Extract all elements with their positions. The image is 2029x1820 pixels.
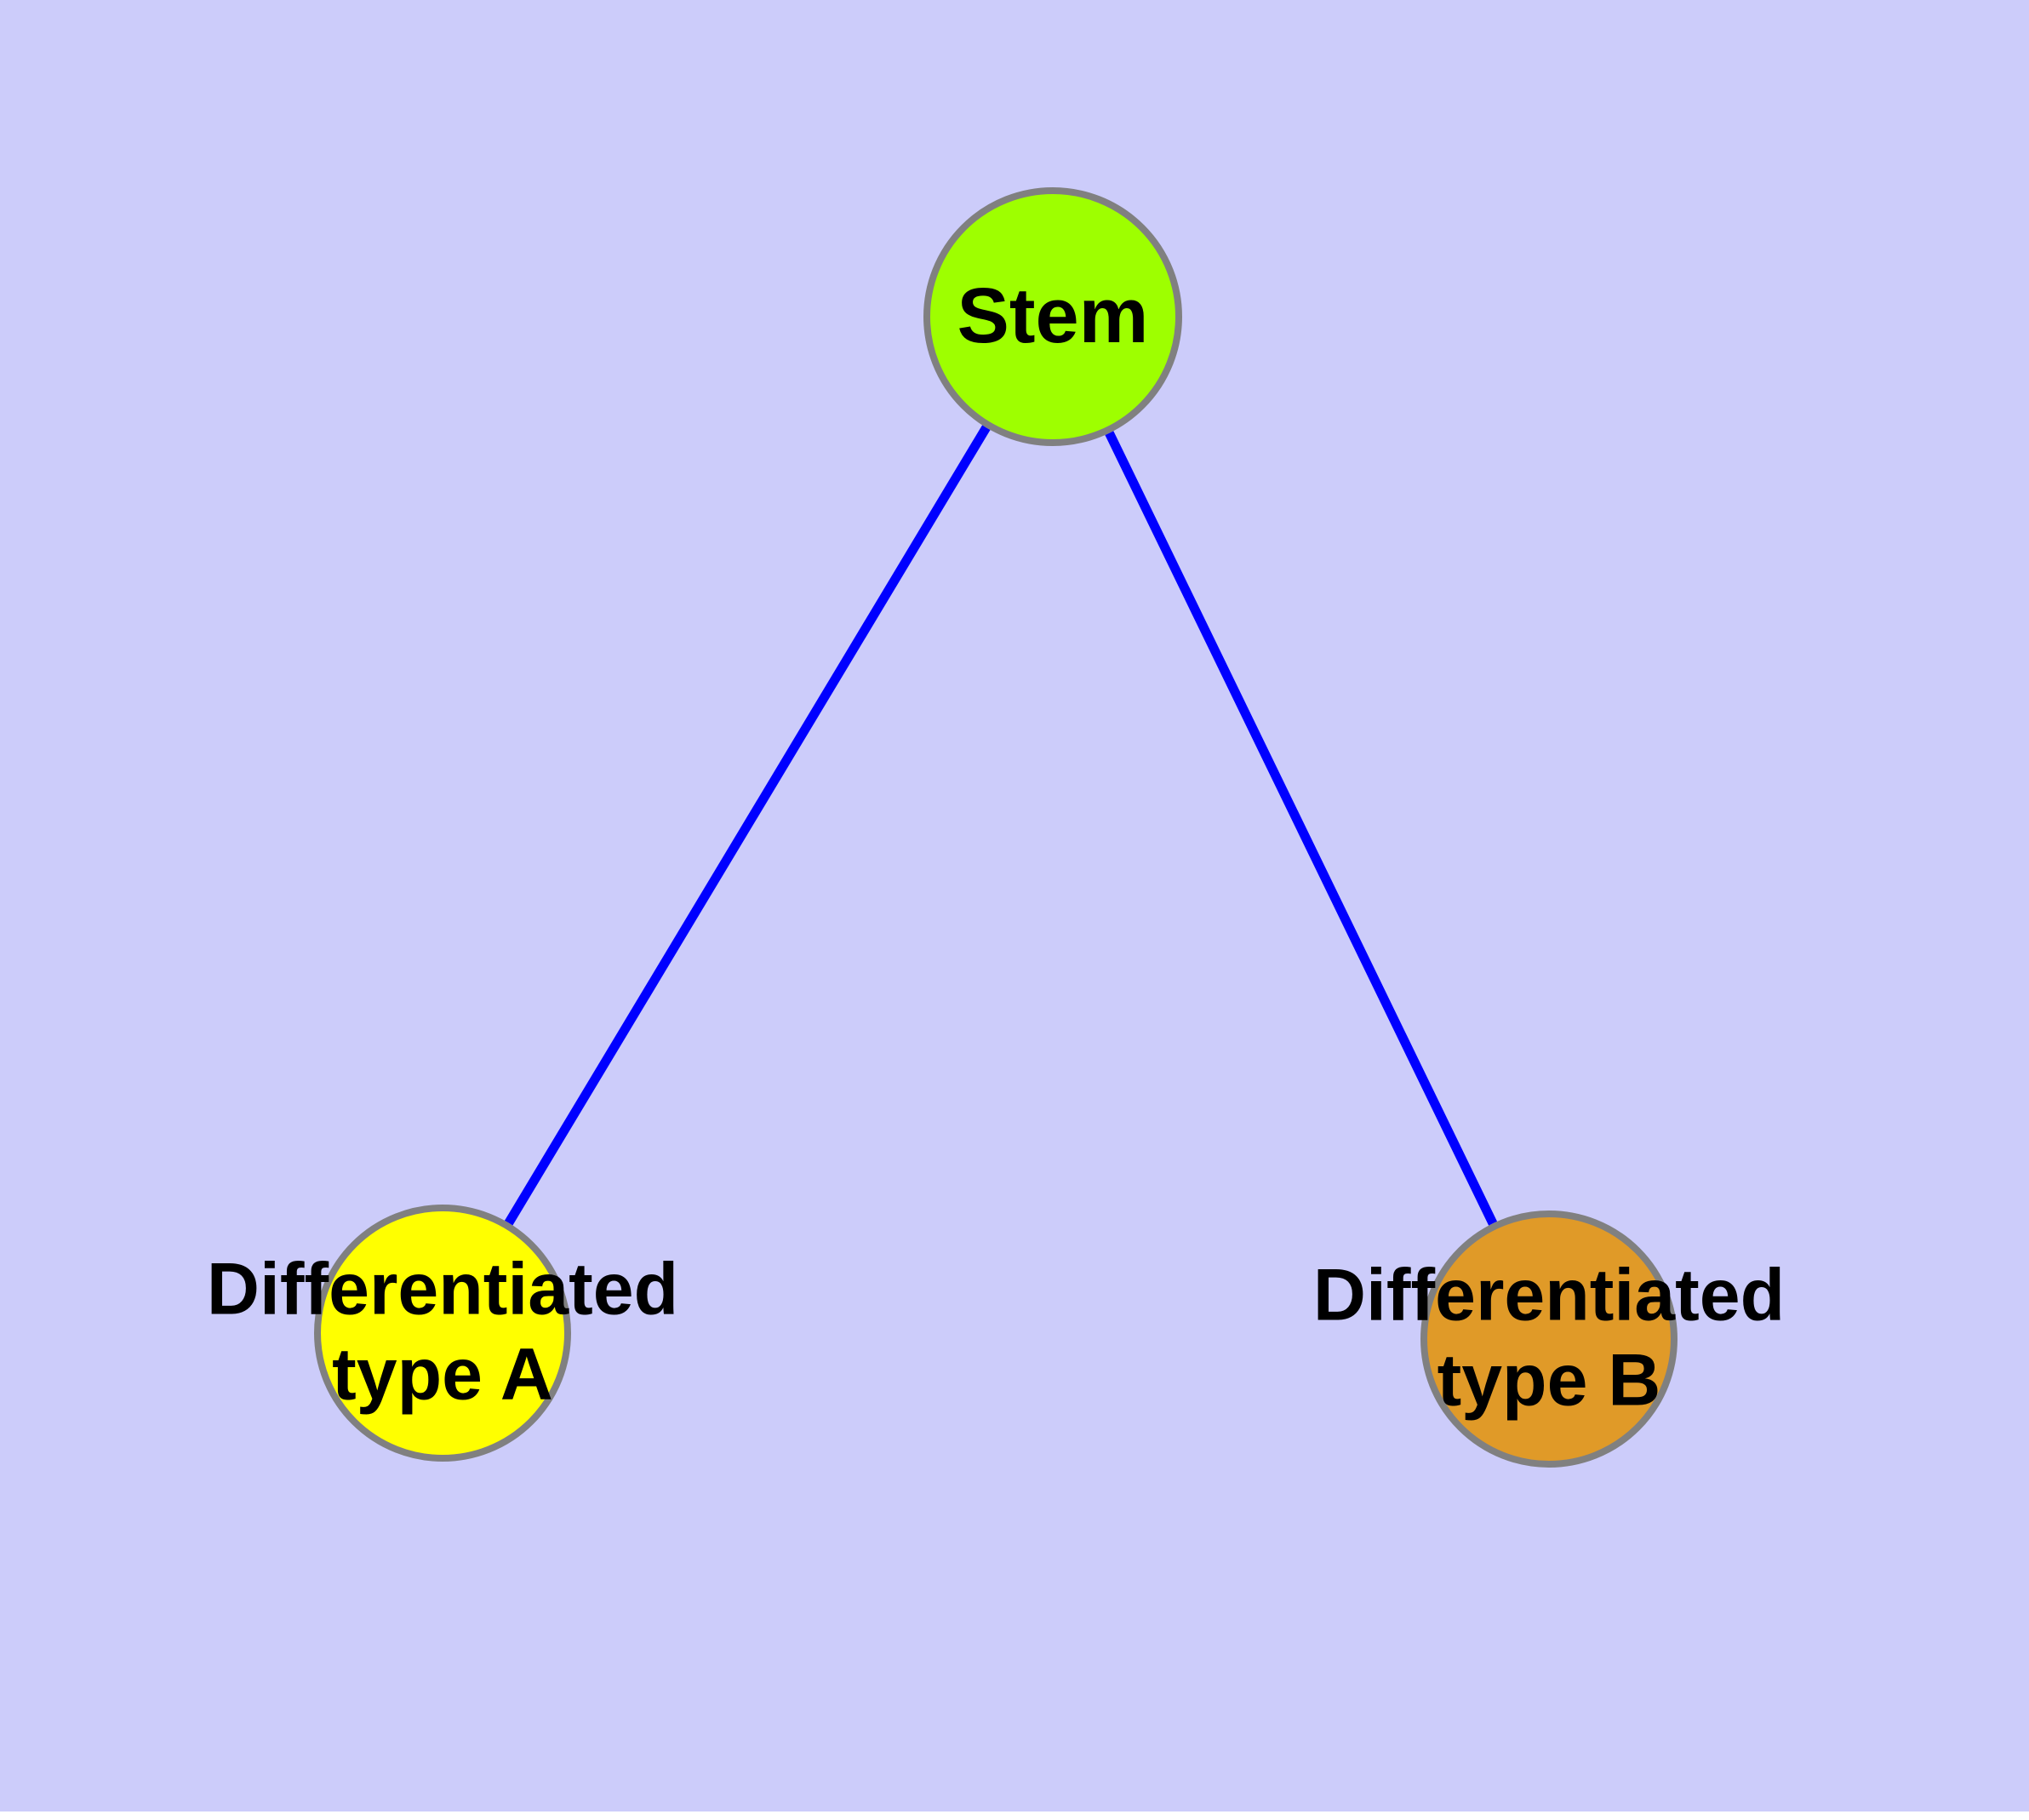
node-label-differentiated-type-b-line1: Differentiated [1313,1255,1785,1336]
node-differentiated-type-a[interactable] [314,1205,571,1462]
edge-stem-to-differentiated-type-b [1049,314,1553,1342]
label-layer: Stem Differentiated type A Differentiate… [207,272,1785,1422]
node-layer [314,187,1677,1468]
node-label-differentiated-type-a-line2: type A [332,1333,553,1415]
edge-layer [438,314,1553,1342]
node-differentiated-type-b[interactable] [1420,1210,1677,1468]
node-label-differentiated-type-a-line1: Differentiated [207,1249,678,1331]
node-label-differentiated-type-b-line2: type B [1437,1339,1661,1421]
edge-stem-to-differentiated-type-a [438,314,1057,1336]
node-label-stem: Stem [957,272,1149,359]
node-stem[interactable] [923,187,1182,446]
